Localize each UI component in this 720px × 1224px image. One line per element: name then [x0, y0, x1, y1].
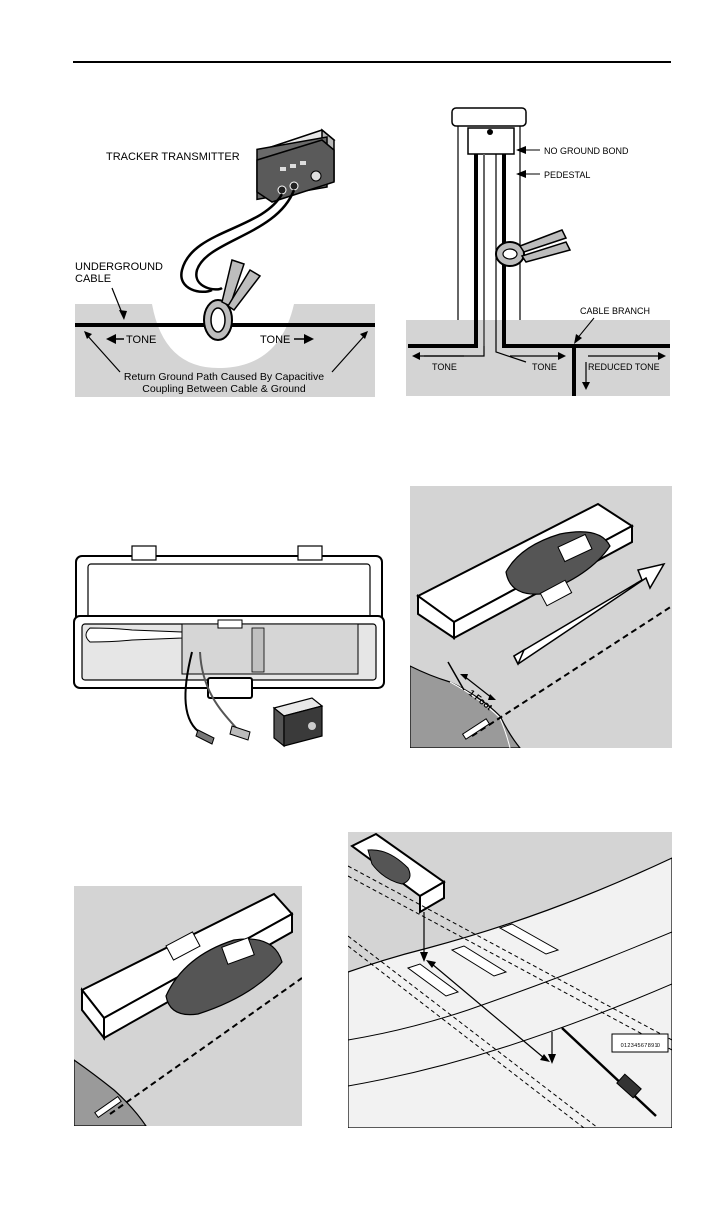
figure-clamp-transmitter: TRACKER TRANSMITTER UNDERGROUND CABLE TO… — [72, 120, 378, 400]
transmitter-box — [257, 130, 334, 202]
tone-right: TONE — [260, 334, 290, 346]
tone-left: TONE — [126, 334, 156, 346]
figure-pedestal: NO GROUND BOND PEDESTAL CABLE BRANCH TON… — [404, 106, 672, 398]
case-handle — [208, 678, 252, 698]
figure-one-foot: 1 Foot — [410, 486, 672, 748]
header-rule — [73, 61, 671, 63]
scale-numbers: 0 1 2 3 4 5 6 7 8 9 10 — [621, 1043, 660, 1049]
pedestal-cap — [452, 108, 526, 126]
figure-depth-measurement: 0 1 2 3 4 5 6 7 8 9 10 — [348, 832, 672, 1128]
transmitter-unit — [274, 698, 322, 746]
cable-loop — [408, 154, 476, 346]
tone-left-label: TONE — [432, 362, 457, 372]
tone-mid-label: TONE — [532, 362, 557, 372]
alligator-clip-2 — [230, 726, 250, 740]
alligator-clip-1 — [196, 730, 214, 744]
figure-case-on-ground — [74, 886, 302, 1126]
no-ground-bond-label: NO GROUND BOND — [544, 146, 629, 156]
pedestal-label: PEDESTAL — [544, 170, 590, 180]
clamp-jaw — [496, 230, 570, 266]
cable-label-line2: CABLE — [75, 273, 111, 285]
reduced-tone-label: REDUCED TONE — [588, 362, 660, 372]
caption-line1: Return Ground Path Caused By Capacitive — [124, 371, 324, 383]
ground-area — [406, 320, 670, 396]
cable-label-line1: UNDERGROUND — [75, 261, 163, 273]
caption-line2: Coupling Between Cable & Ground — [142, 383, 306, 395]
transmitter-label: TRACKER TRANSMITTER — [106, 151, 240, 163]
cable-branch-label: CABLE BRANCH — [580, 306, 650, 316]
figure-open-case — [72, 542, 386, 748]
